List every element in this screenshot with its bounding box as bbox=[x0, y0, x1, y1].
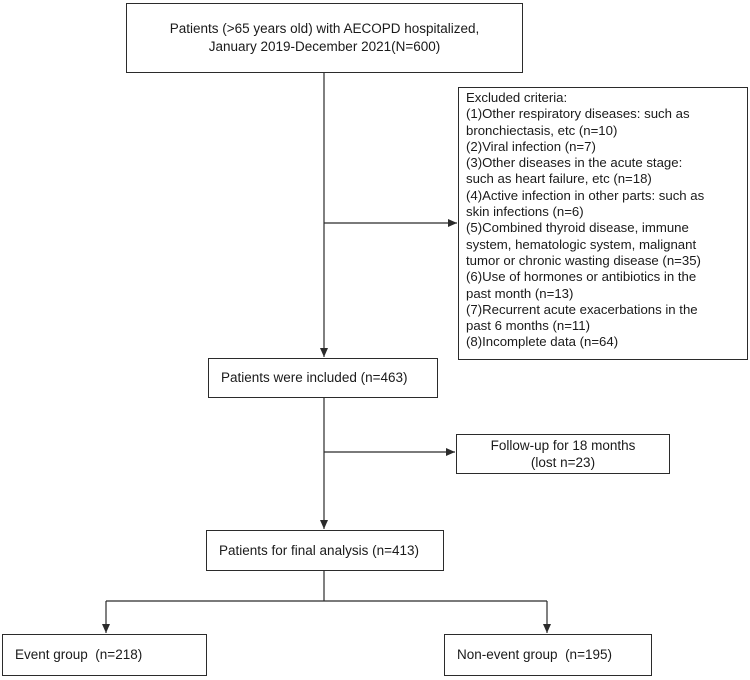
exclusion-line: system, hematologic system, malignant bbox=[466, 236, 697, 252]
box-event-group: Event group (n=218) bbox=[2, 634, 207, 676]
exclusion-line: bronchiectasis, etc (n=10) bbox=[466, 122, 618, 138]
box-final-analysis: Patients for final analysis (n=413) bbox=[206, 530, 444, 571]
source-line-2: January 2019-December 2021(N=600) bbox=[208, 39, 441, 54]
exclusion-line: (3)Other diseases in the acute stage: bbox=[466, 155, 683, 171]
exclusion-line: (4)Active infection in other parts: such… bbox=[466, 187, 705, 203]
exclusion-line: such as heart failure, etc (n=18) bbox=[466, 171, 652, 187]
exclusion-line: (8)Incomplete data (n=64) bbox=[466, 334, 619, 350]
exclusion-line: (6)Use of hormones or antibiotics in the bbox=[466, 269, 697, 285]
exclusion-line: past 6 months (n=11) bbox=[466, 318, 591, 334]
source-line-1: Patients (>65 years old) with AECOPD hos… bbox=[169, 21, 480, 36]
exclusion-line: skin infections (n=6) bbox=[466, 204, 584, 220]
box-follow-up: Follow-up for 18 months (lost n=23) bbox=[456, 434, 670, 474]
box-non-event-group: Non-event group (n=195) bbox=[444, 634, 652, 676]
box-exclusion-criteria: Excluded criteria: (1)Other respiratory … bbox=[458, 87, 748, 360]
box-source-population: Patients (>65 years old) with AECOPD hos… bbox=[126, 3, 523, 73]
exclusion-line: (5)Combined thyroid disease, immune bbox=[466, 220, 689, 236]
included-label: Patients were included (n=463) bbox=[221, 370, 408, 385]
nonevent-label: Non-event group (n=195) bbox=[457, 647, 612, 662]
exclusion-line: tumor or chronic wasting disease (n=35) bbox=[466, 252, 701, 268]
exclusion-line: past month (n=13) bbox=[466, 285, 574, 301]
followup-line-2: (lost n=23) bbox=[530, 455, 596, 470]
exclusion-line: (7)Recurrent acute exacerbations in the bbox=[466, 301, 698, 317]
exclusion-line: (2)Viral infection (n=7) bbox=[466, 138, 596, 154]
box-included-patients: Patients were included (n=463) bbox=[208, 358, 438, 398]
exclusion-line: (1)Other respiratory diseases: such as bbox=[466, 106, 690, 122]
event-label: Event group (n=218) bbox=[15, 647, 143, 662]
exclusion-heading: Excluded criteria: bbox=[466, 90, 568, 105]
followup-line-1: Follow-up for 18 months bbox=[490, 438, 636, 453]
final-label: Patients for final analysis (n=413) bbox=[219, 542, 419, 558]
